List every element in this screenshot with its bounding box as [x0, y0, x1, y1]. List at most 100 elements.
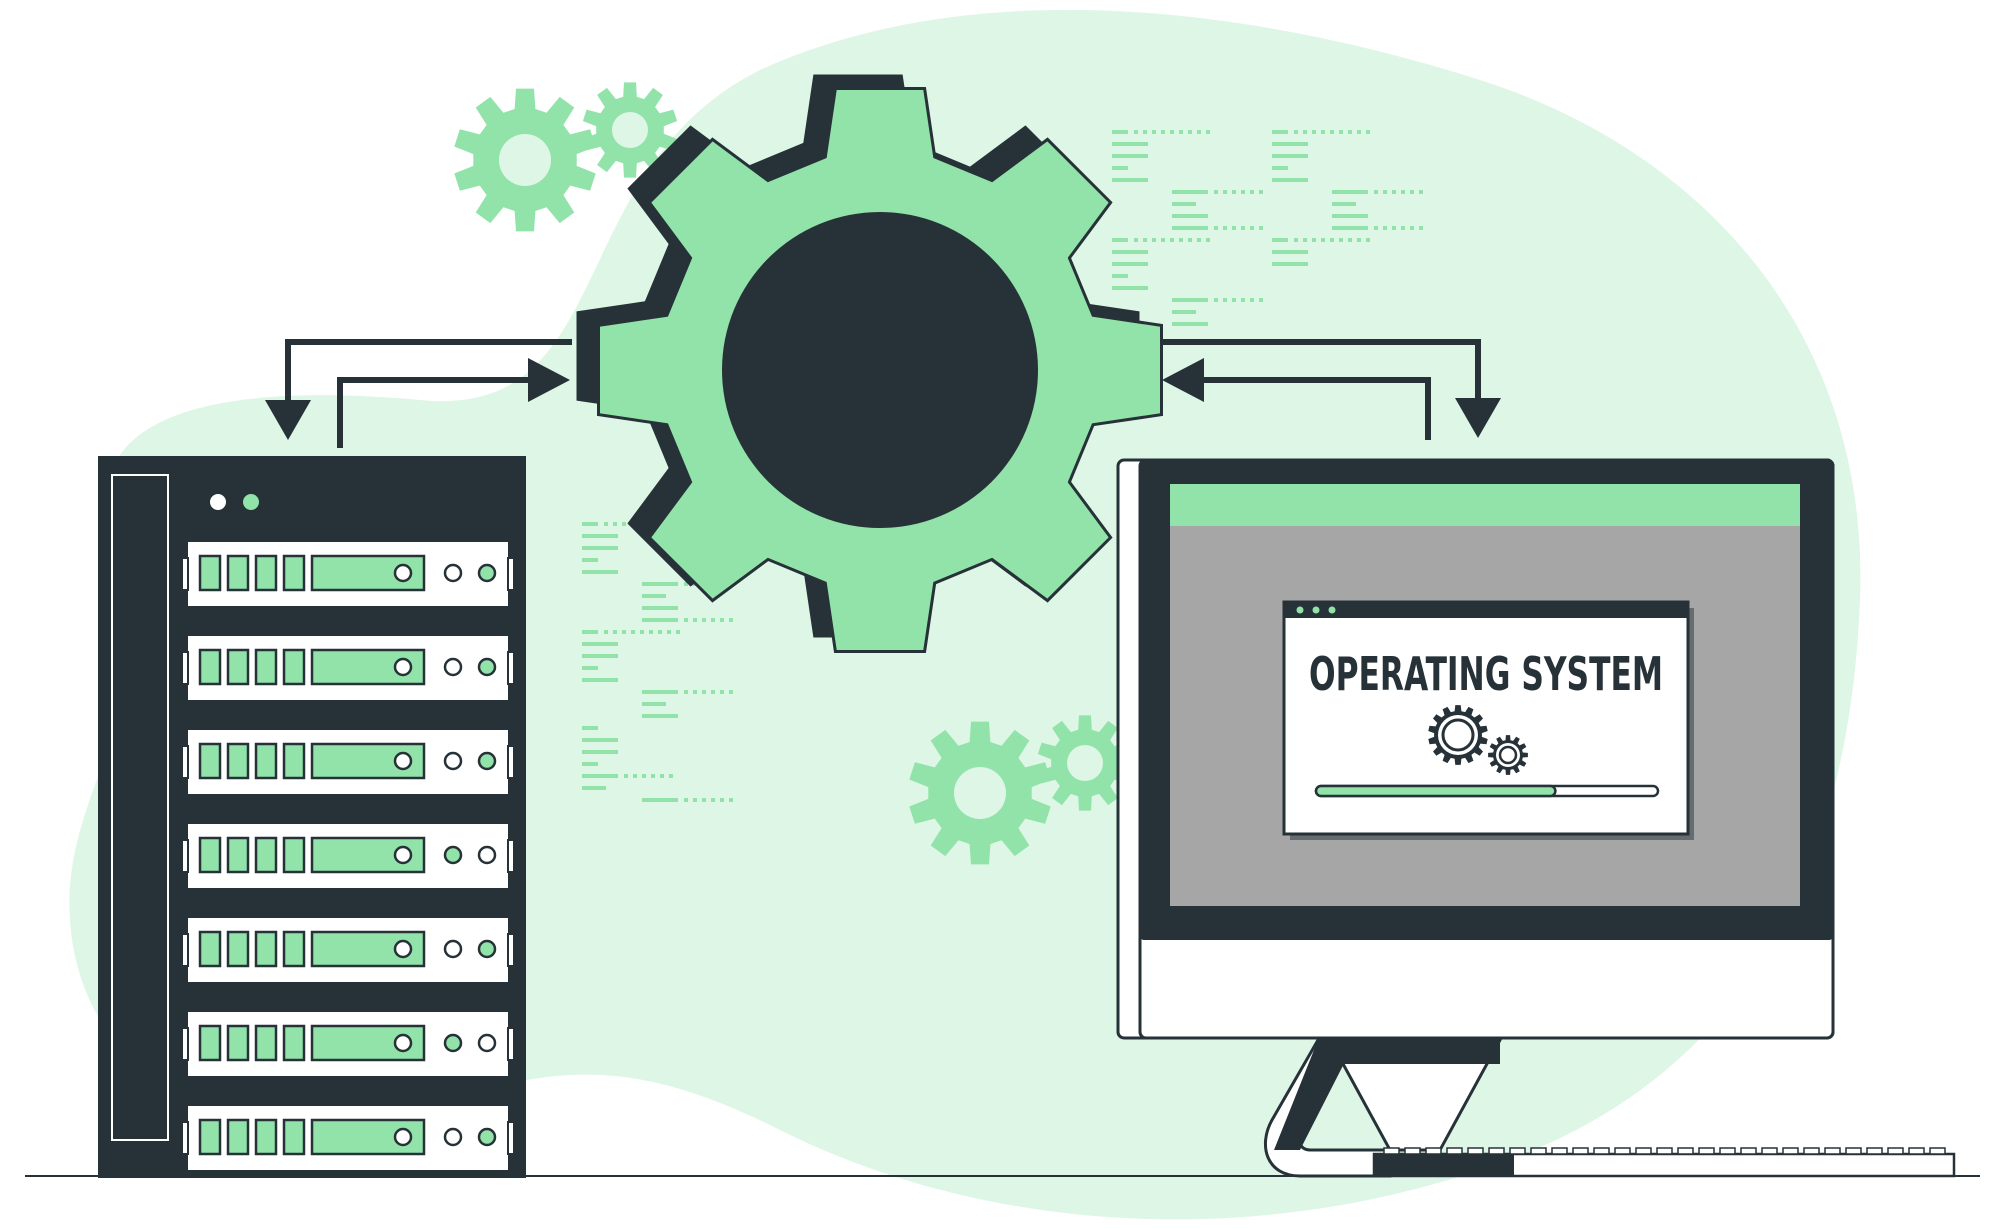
code-line	[1112, 274, 1128, 278]
drive-indicator-light	[477, 939, 497, 959]
code-dot	[684, 618, 688, 622]
code-dot	[1214, 226, 1218, 230]
code-line	[1272, 154, 1308, 158]
keyboard-key	[1509, 1147, 1526, 1155]
computer-monitor: OPERATING SYSTEM	[1116, 458, 1835, 1178]
code-dot	[693, 690, 697, 694]
code-dot	[729, 618, 733, 622]
keyboard-key	[1845, 1147, 1862, 1155]
drive-indicator-light	[477, 563, 497, 583]
code-dot	[631, 630, 635, 634]
drive-handle	[507, 1027, 515, 1061]
code-dot	[1303, 130, 1307, 134]
drive-slot	[226, 554, 250, 592]
code-dot	[1339, 238, 1343, 242]
code-dot	[1374, 190, 1378, 194]
drive-slot	[282, 648, 306, 686]
code-line	[1112, 262, 1148, 266]
drive-slot	[282, 742, 306, 780]
code-dot	[1161, 130, 1165, 134]
code-dot	[1374, 226, 1378, 230]
code-line	[1272, 166, 1288, 170]
code-dot	[1134, 238, 1138, 242]
drive-slot	[226, 930, 250, 968]
code-dot	[642, 774, 646, 778]
code-line	[582, 522, 598, 526]
code-line	[1172, 322, 1208, 326]
code-dot	[604, 522, 608, 526]
small-gear-icon	[454, 88, 596, 232]
keyboard-key	[1929, 1147, 1946, 1155]
code-line	[1172, 190, 1208, 194]
keyboard-key	[1488, 1147, 1505, 1155]
code-dot	[1366, 130, 1370, 134]
drive-slot	[254, 554, 278, 592]
code-dot	[1206, 238, 1210, 242]
code-line	[1332, 202, 1356, 206]
code-dot	[1419, 226, 1423, 230]
drive-slot	[226, 742, 250, 780]
drive-knob	[393, 1127, 413, 1147]
drive-label-panel	[310, 930, 426, 968]
drive-slot	[282, 930, 306, 968]
drive-handle	[181, 651, 189, 685]
arrow-left-icon	[1162, 358, 1204, 402]
code-dot	[711, 690, 715, 694]
code-line	[1172, 214, 1208, 218]
drive-handle	[181, 839, 189, 873]
code-line	[1272, 250, 1308, 254]
keyboard-key	[1740, 1147, 1757, 1155]
code-dot	[1250, 226, 1254, 230]
drive-handle	[181, 1121, 189, 1155]
code-dot	[702, 798, 706, 802]
keyboard-key	[1467, 1147, 1484, 1155]
keyboard-key	[1614, 1147, 1631, 1155]
small-gear-icon	[1037, 715, 1133, 811]
code-dot	[693, 618, 697, 622]
code-dot	[1179, 130, 1183, 134]
code-dot	[702, 618, 706, 622]
keyboard-key	[1698, 1147, 1715, 1155]
code-line	[582, 654, 618, 658]
code-line	[1272, 178, 1308, 182]
drive-handle	[507, 839, 515, 873]
code-dot	[1250, 190, 1254, 194]
drive-indicator-light	[443, 939, 463, 959]
code-dot	[1134, 130, 1138, 134]
os-window-header	[1284, 602, 1688, 618]
code-dot	[1392, 190, 1396, 194]
code-dot	[1214, 190, 1218, 194]
code-line	[1112, 286, 1148, 290]
code-line	[642, 690, 678, 694]
monitor-stand-neck	[1274, 1040, 1356, 1150]
code-dot	[1357, 130, 1361, 134]
code-line	[1172, 202, 1196, 206]
code-line	[582, 630, 598, 634]
code-dot	[693, 798, 697, 802]
code-line	[1172, 226, 1208, 230]
code-line	[1272, 142, 1308, 146]
code-dot	[1214, 298, 1218, 302]
code-line	[1172, 310, 1196, 314]
keyboard-key	[1551, 1147, 1568, 1155]
keyboard-key	[1908, 1147, 1925, 1155]
code-line	[1332, 226, 1368, 230]
drive-handle	[507, 745, 515, 779]
code-dot	[1321, 130, 1325, 134]
code-dot	[1179, 238, 1183, 242]
code-dot	[684, 582, 688, 586]
code-dot	[1197, 130, 1201, 134]
drive-indicator-light	[477, 657, 497, 677]
drive-handle	[507, 933, 515, 967]
code-line	[582, 726, 598, 730]
code-dot	[640, 630, 644, 634]
server-drive	[181, 824, 515, 888]
settings-gear-icon	[1488, 735, 1528, 775]
code-dot	[633, 774, 637, 778]
drive-indicator-light	[477, 1033, 497, 1053]
server-drive	[181, 1106, 515, 1170]
code-line	[642, 606, 678, 610]
code-dot	[1250, 298, 1254, 302]
keyboard-key	[1383, 1147, 1400, 1155]
